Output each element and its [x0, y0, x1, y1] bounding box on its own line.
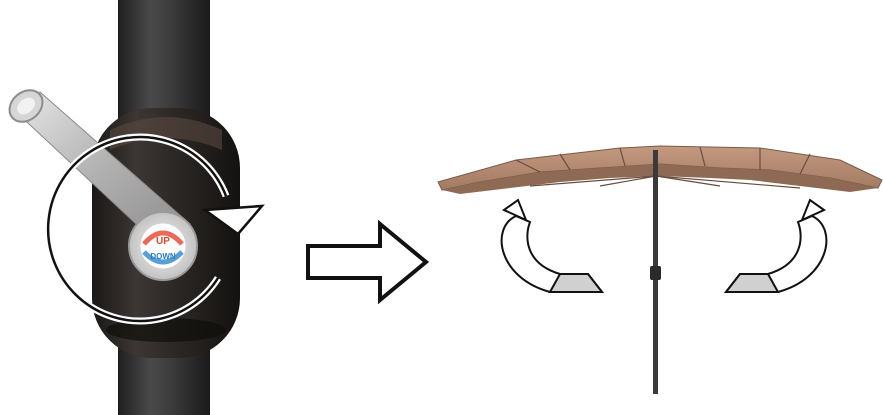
right-arrow-icon — [290, 0, 440, 415]
label-up: UP — [156, 236, 170, 247]
opened-umbrella — [420, 0, 883, 415]
crank-illustration: UP DOWN — [0, 0, 290, 415]
direction-arrow — [290, 0, 440, 415]
label-down: DOWN — [150, 252, 176, 261]
umbrella-illustration — [420, 0, 883, 415]
crank-handle-closeup: UP DOWN — [0, 0, 290, 415]
